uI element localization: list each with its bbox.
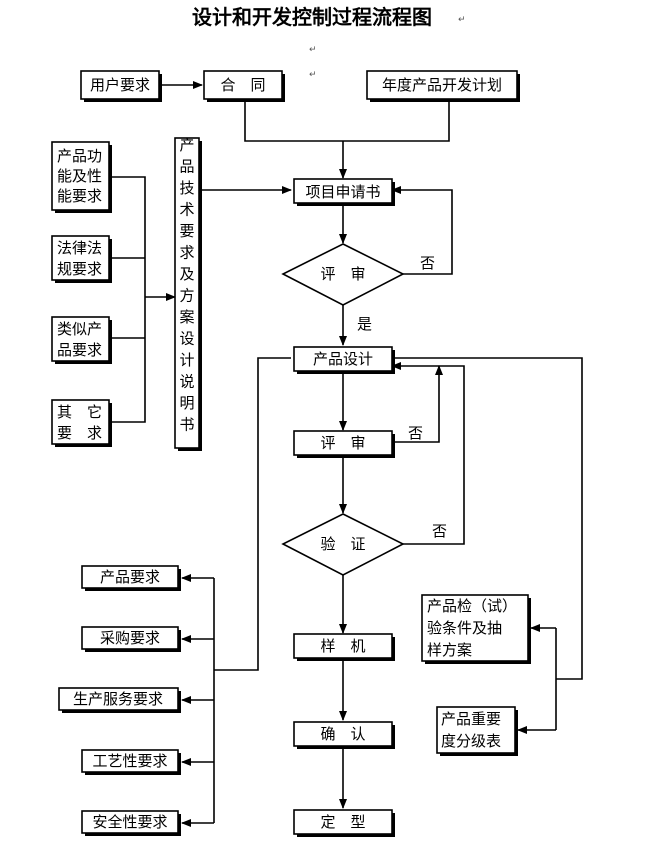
legal-requirement-line-1: 法律法 [57,239,102,257]
tech-spec-char: 品 [179,158,194,176]
output-service-requirement-label: 生产服务要求 [73,690,163,708]
similar-product-line-1: 类似产 [57,320,102,338]
diagram-title: 设计和开发控制过程流程图 [192,5,432,29]
tech-spec-char: 明 [179,394,194,412]
function-requirement-line-1: 产品功 [57,147,102,165]
edge-label-no-verification: 否 [432,522,447,540]
finalization-box: 定 型 [293,809,395,837]
legal-requirement-box: 法律法 规要求 [51,235,112,283]
paragraph-mark: ↵ [309,45,317,55]
tech-spec-char: 求 [179,244,194,262]
annual-plan-box: 年度产品开发计划 [366,70,520,102]
product-design-box: 产品设计 [293,346,395,374]
test-plan-line-3: 样方案 [427,641,472,659]
test-plan-line-2: 验条件及抽 [427,619,502,637]
legal-requirement-line-2: 规要求 [57,260,102,278]
tech-spec-char: 术 [179,201,194,219]
prototype-label: 样 机 [320,637,365,655]
tech-spec-char: 案 [179,308,194,326]
project-application-box: 项目申请书 [293,178,395,206]
importance-grading-box: 产品重要 度分级表 [436,706,518,756]
project-application-label: 项目申请书 [305,183,380,201]
test-plan-box: 产品检（试） 验条件及抽 样方案 [421,594,531,664]
annual-plan-label: 年度产品开发计划 [382,76,502,94]
output-product-requirement-label: 产品要求 [100,568,160,586]
output-purchase-requirement-box: 采购要求 [81,626,181,652]
importance-grading-line-1: 产品重要 [441,710,501,728]
tech-spec-char: 方 [179,287,194,305]
verification-label: 验 证 [320,535,365,553]
output-process-requirement-box: 工艺性要求 [81,749,181,775]
prototype-box: 样 机 [293,633,395,661]
edge-label-no-review-1: 否 [420,254,435,272]
contract-box: 合 同 [203,70,285,102]
tech-spec-char: 计 [179,351,194,369]
importance-grading-line-2: 度分级表 [441,732,501,750]
output-purchase-requirement-label: 采购要求 [100,629,160,647]
other-requirement-line-2: 要 求 [57,424,102,442]
output-safety-requirement-box: 安全性要求 [81,810,181,836]
verification-decision: 验 证 [281,513,405,576]
test-plan-line-1: 产品检（试） [427,597,517,615]
product-design-label: 产品设计 [313,350,373,368]
tech-spec-char: 设 [179,330,194,348]
output-safety-requirement-label: 安全性要求 [92,813,167,831]
review-2-label: 评 审 [320,434,365,452]
function-requirement-line-3: 能要求 [57,187,102,205]
user-requirement-label: 用户要求 [90,76,150,94]
finalization-label: 定 型 [320,813,365,831]
confirmation-box: 确 认 [293,721,395,749]
other-requirement-box: 其 它 要 求 [51,399,112,447]
tech-spec-char: 说 [179,373,194,391]
tech-spec-char: 产 [179,136,194,154]
confirmation-label: 确 认 [320,725,365,743]
edge-label-no-review-2: 否 [408,424,423,442]
other-requirement-line-1: 其 它 [57,403,102,421]
function-requirement-box: 产品功 能及性 能要求 [51,141,112,213]
function-requirement-line-2: 能及性 [57,167,102,185]
tech-spec-char: 书 [179,416,194,434]
paragraph-mark: ↵ [309,70,317,80]
contract-label: 合 同 [220,76,265,94]
output-product-requirement-box: 产品要求 [81,565,181,591]
tech-spec-char: 要 [179,222,194,240]
tech-spec-char: 及 [179,265,194,283]
user-requirement-box: 用户要求 [80,70,162,102]
edge-label-yes-review-1: 是 [357,315,372,333]
paragraph-mark: ↵ [458,15,466,25]
tech-spec-char: 技 [179,179,194,197]
connectors [112,81,583,827]
output-service-requirement-box: 生产服务要求 [58,687,181,713]
similar-product-requirement-box: 类似产 品要求 [51,316,112,364]
output-process-requirement-label: 工艺性要求 [92,752,167,770]
review-box-2: 评 审 [293,430,395,458]
review-decision-1: 评 审 [281,243,405,306]
review-1-label: 评 审 [320,265,365,283]
similar-product-line-2: 品要求 [57,341,102,359]
